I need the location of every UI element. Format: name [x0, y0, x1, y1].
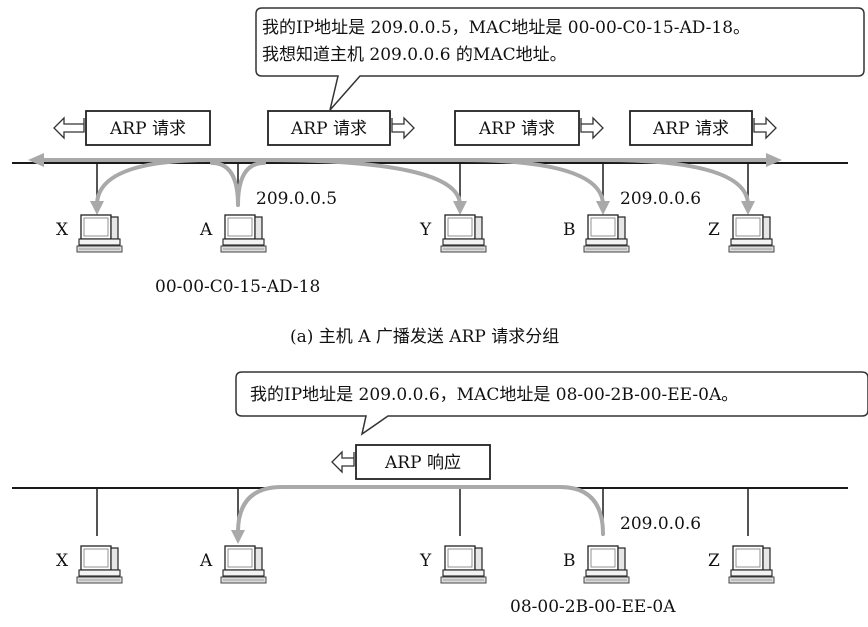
computer-icon — [440, 545, 487, 584]
mac-label-b: 08-00-2B-00-EE-0A — [510, 597, 676, 617]
computer-icon — [728, 545, 775, 584]
computer-icon — [583, 214, 630, 253]
packet-request-1: ARP 请求 — [53, 110, 211, 146]
packet-request-2: ARP 请求 — [267, 110, 415, 146]
host-label: B — [563, 551, 576, 571]
packet-request-label-4: ARP 请求 — [652, 119, 729, 139]
ip-label-b: 209.0.0.6 — [620, 189, 701, 209]
packet-request-label-1: ARP 请求 — [109, 119, 186, 139]
down-arrowhead-icon — [231, 530, 245, 544]
bubble-request-line2: 我想知道主机 209.0.0.6 的MAC地址。 — [262, 45, 567, 65]
reply-arrow — [236, 485, 605, 536]
host-label: X — [56, 551, 69, 571]
computer-icon — [220, 545, 267, 584]
bubble-request-line1: 我的IP地址是 209.0.0.5，MAC地址是 00-00-C0-15-AD-… — [262, 18, 750, 38]
caption-a: (a) 主机 A 广播发送 ARP 请求分组 — [290, 327, 559, 347]
host-z-b: Z — [708, 545, 775, 584]
host-b-b: B — [563, 545, 630, 584]
left-arrow-icon — [53, 116, 85, 140]
packet-request-3: ARP 请求 — [454, 110, 604, 146]
left-arrowhead-icon — [28, 153, 44, 167]
packet-reply: ARP 响应 — [331, 444, 491, 480]
host-x-b: X — [56, 545, 123, 584]
packet-request-label-3: ARP 请求 — [478, 119, 555, 139]
bubble-reply: 我的IP地址是 209.0.0.6，MAC地址是 08-00-2B-00-EE-… — [235, 371, 868, 436]
computer-icon — [76, 214, 123, 253]
host-z-a: Z — [708, 214, 775, 253]
down-arrowhead-icon — [596, 201, 610, 215]
bubble-request: 我的IP地址是 209.0.0.5，MAC地址是 00-00-C0-15-AD-… — [255, 7, 865, 111]
host-y-a: Y — [419, 214, 487, 253]
ip-label-b-reply: 209.0.0.6 — [620, 514, 701, 534]
host-label: B — [563, 220, 576, 240]
down-arrowhead-icon — [453, 201, 467, 215]
packet-request-label-2: ARP 请求 — [290, 119, 367, 139]
host-label: Y — [419, 220, 432, 240]
host-b-a: B — [563, 214, 630, 253]
host-label: Z — [708, 551, 720, 571]
computer-icon — [440, 214, 487, 253]
right-arrow-icon — [391, 116, 415, 140]
host-label: Z — [708, 220, 720, 240]
broadcast-arrows — [38, 158, 772, 207]
computer-icon — [583, 545, 630, 584]
computer-icon — [76, 545, 123, 584]
host-x-a: X — [56, 214, 123, 253]
host-label: X — [56, 220, 69, 240]
down-arrowhead-icon — [90, 201, 104, 215]
host-label: A — [199, 551, 213, 571]
host-y-b: Y — [419, 545, 487, 584]
packet-request-4: ARP 请求 — [629, 110, 777, 146]
down-arrowhead-icon — [741, 201, 755, 215]
mac-label-a: 00-00-C0-15-AD-18 — [155, 277, 320, 297]
host-a-b: A — [199, 545, 267, 584]
computer-icon — [220, 214, 267, 253]
right-arrowhead-icon — [766, 153, 782, 167]
left-arrow-icon — [331, 450, 355, 474]
packet-reply-label: ARP 响应 — [384, 453, 461, 473]
broadcast-arrowheads — [28, 153, 782, 215]
bubble-reply-line1: 我的IP地址是 209.0.0.6，MAC地址是 08-00-2B-00-EE-… — [250, 385, 738, 405]
host-a-a: A — [199, 214, 267, 253]
host-label: Y — [419, 551, 432, 571]
host-label: A — [199, 220, 213, 240]
computer-icon — [728, 214, 775, 253]
ip-label-a: 209.0.0.5 — [256, 189, 337, 209]
right-arrow-icon — [580, 116, 604, 140]
right-arrow-icon — [753, 116, 777, 140]
